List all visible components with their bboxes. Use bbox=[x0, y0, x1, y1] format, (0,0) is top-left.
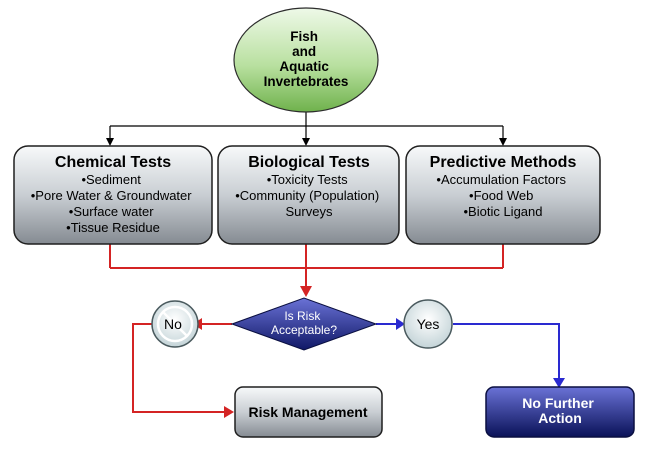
predictive-methods-title: Predictive Methods bbox=[430, 154, 577, 171]
top-node-line: Invertebrates bbox=[264, 74, 349, 89]
svg-text:No Further Action: No Further Action bbox=[522, 395, 597, 426]
top-arrowheads bbox=[106, 138, 507, 146]
fish-aquatic-node: Fish and Aquatic Invertebrates bbox=[233, 7, 379, 113]
top-connectors bbox=[109, 112, 504, 139]
no-further-action-box: No Further Action bbox=[485, 386, 635, 438]
predictive-methods-item: •Biotic Ligand bbox=[464, 204, 543, 219]
biological-tests-item: Surveys bbox=[286, 204, 333, 219]
risk-decision-diamond: Is Risk Acceptable? bbox=[230, 297, 378, 351]
svg-text:•Toxicity Tests •Communi: •Toxicity Tests •Community (Population) … bbox=[235, 172, 383, 219]
predictive-methods-item: •Food Web bbox=[469, 188, 533, 203]
svg-text:Fish and Aquatic: Fish and Aquatic Invertebrates bbox=[264, 29, 349, 89]
predictive-methods-item: •Accumulation Factors bbox=[436, 172, 566, 187]
risk-management-box: Risk Management bbox=[234, 386, 383, 438]
no-label: No bbox=[164, 316, 182, 332]
chemical-tests-item: •Tissue Residue bbox=[66, 220, 160, 235]
biological-tests-title: Biological Tests bbox=[248, 154, 370, 171]
biological-tests-box: Biological Tests •Toxicity Tests •Commun… bbox=[217, 145, 400, 245]
decision-line: Acceptable? bbox=[271, 323, 337, 337]
risk-management-label: Risk Management bbox=[248, 404, 367, 420]
yes-label: Yes bbox=[417, 316, 440, 332]
decision-line: Is Risk bbox=[284, 309, 321, 323]
chemical-tests-item: •Surface water bbox=[69, 204, 154, 219]
no-symbol-slash-icon bbox=[162, 311, 188, 337]
no-further-action-line: No Further bbox=[522, 395, 594, 411]
biological-tests-item: •Community (Population) bbox=[235, 188, 379, 203]
top-node-line: Aquatic bbox=[279, 59, 329, 74]
blue-arrowheads bbox=[396, 318, 565, 388]
no-branch-node: No bbox=[151, 300, 199, 348]
chemical-tests-item: •Pore Water & Groundwater bbox=[31, 188, 193, 203]
chemical-tests-box: Chemical Tests •Sediment •Pore Water & G… bbox=[13, 145, 213, 245]
red-connectors bbox=[109, 244, 504, 413]
top-node-line: and bbox=[292, 44, 316, 59]
blue-connectors bbox=[376, 323, 560, 380]
no-further-action-line: Action bbox=[538, 410, 582, 426]
top-node-line: Fish bbox=[290, 29, 318, 44]
svg-text:Is Risk Acceptable?: Is Risk Acceptable? bbox=[271, 309, 337, 337]
no-symbol-icon bbox=[156, 305, 194, 343]
chemical-tests-title: Chemical Tests bbox=[55, 154, 171, 171]
chemical-tests-item: •Sediment bbox=[81, 172, 141, 187]
yes-branch-node: Yes bbox=[403, 299, 453, 349]
predictive-methods-box: Predictive Methods •Accumulation Factors… bbox=[405, 145, 601, 245]
biological-tests-item: •Toxicity Tests bbox=[267, 172, 348, 187]
svg-text:•Accumulation Factors •F: •Accumulation Factors •Food Web •Biotic … bbox=[436, 172, 569, 219]
svg-text:•Sediment •Pore Water &: •Sediment •Pore Water & Groundwater •Sur… bbox=[31, 172, 195, 235]
